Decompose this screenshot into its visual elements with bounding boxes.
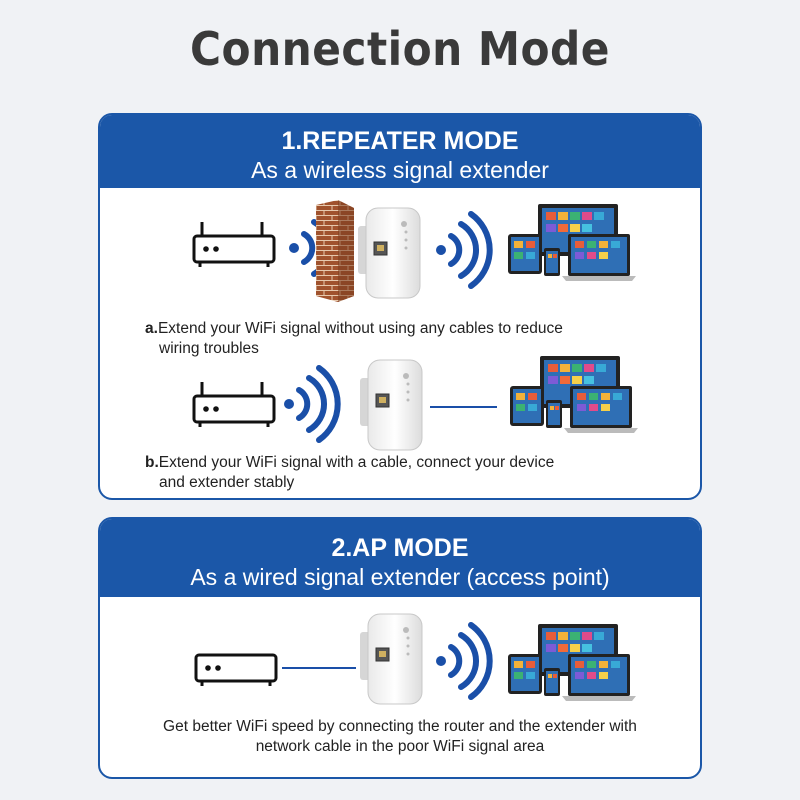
router-icon: [192, 220, 276, 269]
wifi-signal-icon: [436, 214, 490, 286]
wifi-signal-icon: [436, 625, 490, 697]
option-b-line1: Extend your WiFi signal with a cable, co…: [158, 454, 555, 471]
extender-icon: [359, 359, 423, 451]
repeater-mode-title: 1.REPEATER MODE: [281, 127, 519, 155]
brick-wall-icon: [316, 200, 354, 302]
repeater-mode-header: 1.REPEATER MODE As a wireless signal ext…: [100, 115, 700, 188]
option-b-line2: and extender stably: [159, 474, 295, 491]
devices-icon: [508, 204, 636, 281]
option-a-line2: wiring troubles: [159, 340, 259, 357]
repeater-mode-subtitle: As a wireless signal extender: [251, 157, 549, 183]
wifi-signal-icon: [284, 368, 338, 440]
option-b-description: b.Extend your WiFi signal with a cable, …: [145, 453, 554, 493]
option-a-description: a.Extend your WiFi signal without using …: [145, 319, 563, 359]
page-title: Connection Mode: [190, 22, 610, 76]
devices-icon: [510, 356, 638, 433]
devices-icon: [508, 624, 636, 701]
option-b-label: b.: [145, 454, 159, 471]
router-icon: [192, 380, 276, 429]
ap-mode-description: Get better WiFi speed by connecting the …: [0, 717, 800, 757]
ap-mode-title: 2.AP MODE: [331, 534, 469, 562]
router-icon: [194, 653, 278, 688]
ap-mode-subtitle: As a wired signal extender (access point…: [190, 564, 610, 590]
ap-mode-header: 2.AP MODE As a wired signal extender (ac…: [100, 519, 700, 597]
option-a-label: a.: [145, 320, 158, 337]
ap-description-line1: Get better WiFi speed by connecting the …: [163, 718, 637, 735]
option-a-line1: Extend your WiFi signal without using an…: [157, 320, 563, 337]
extender-icon: [357, 207, 421, 299]
repeater-mode-card: 1.REPEATER MODE As a wireless signal ext…: [98, 113, 702, 500]
ap-description-line2: network cable in the poor WiFi signal ar…: [255, 738, 545, 755]
extender-icon: [359, 613, 423, 705]
